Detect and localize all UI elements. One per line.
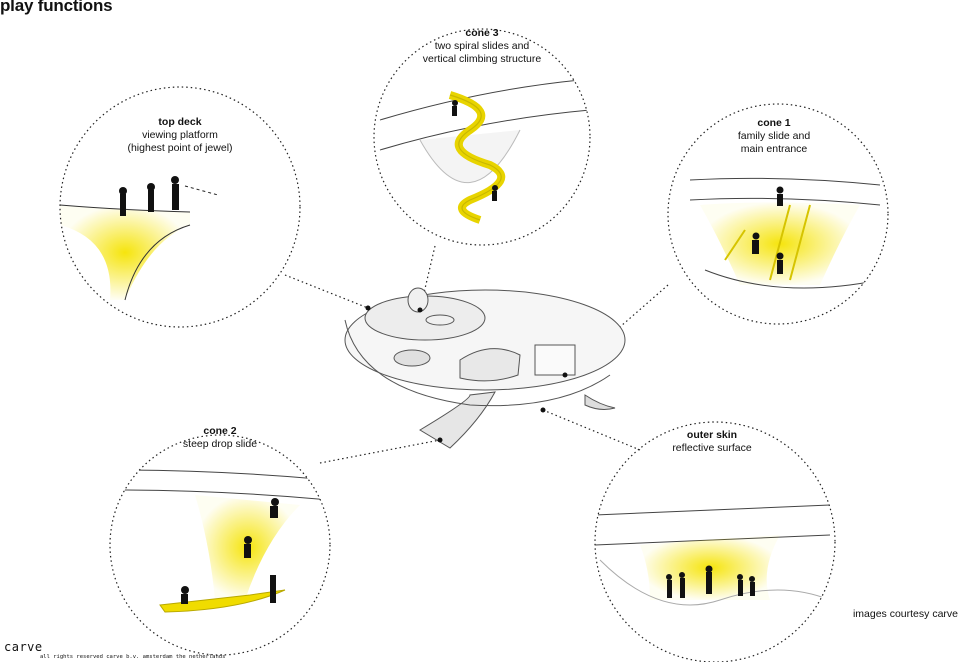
page-title: play functions	[0, 0, 113, 15]
callout-title: cone 2	[203, 425, 237, 437]
pavilion-markers	[365, 305, 568, 443]
cone-2-label: cone 2 steep drop slide	[120, 425, 320, 451]
callout-description: viewing platform (highest point of jewel…	[127, 129, 233, 154]
cone-1-label: cone 1 family slide and main entrance	[674, 117, 874, 156]
callout-description: two spiral slides and vertical climbing …	[422, 40, 542, 65]
image-credit: images courtesy carve	[852, 608, 958, 620]
callout-description: family slide and main entrance	[737, 130, 811, 155]
top-deck-label: top deck viewing platform (highest point…	[80, 116, 280, 155]
outer-skin-label: outer skin reflective surface	[612, 429, 812, 455]
callout-description: steep drop slide	[182, 438, 258, 450]
cone-3-label: cone 3 two spiral slides and vertical cl…	[382, 27, 582, 66]
callout-title: cone 1	[757, 117, 791, 129]
callout-title: outer skin	[686, 429, 738, 441]
top-deck-vignette	[59, 86, 301, 328]
central-pavilion	[344, 287, 626, 449]
callout-title: top deck	[158, 116, 202, 128]
cone-1-vignette	[667, 103, 889, 325]
outer-skin-vignette	[594, 421, 836, 662]
callout-title: cone 3	[465, 27, 499, 39]
cone-3-vignette	[373, 28, 591, 246]
cone-2-vignette	[109, 434, 331, 656]
carve-logo: carve	[4, 640, 43, 654]
rights-notice: all rights reserved carve b.v. amsterdam…	[40, 654, 226, 660]
callout-description: reflective surface	[672, 442, 752, 454]
